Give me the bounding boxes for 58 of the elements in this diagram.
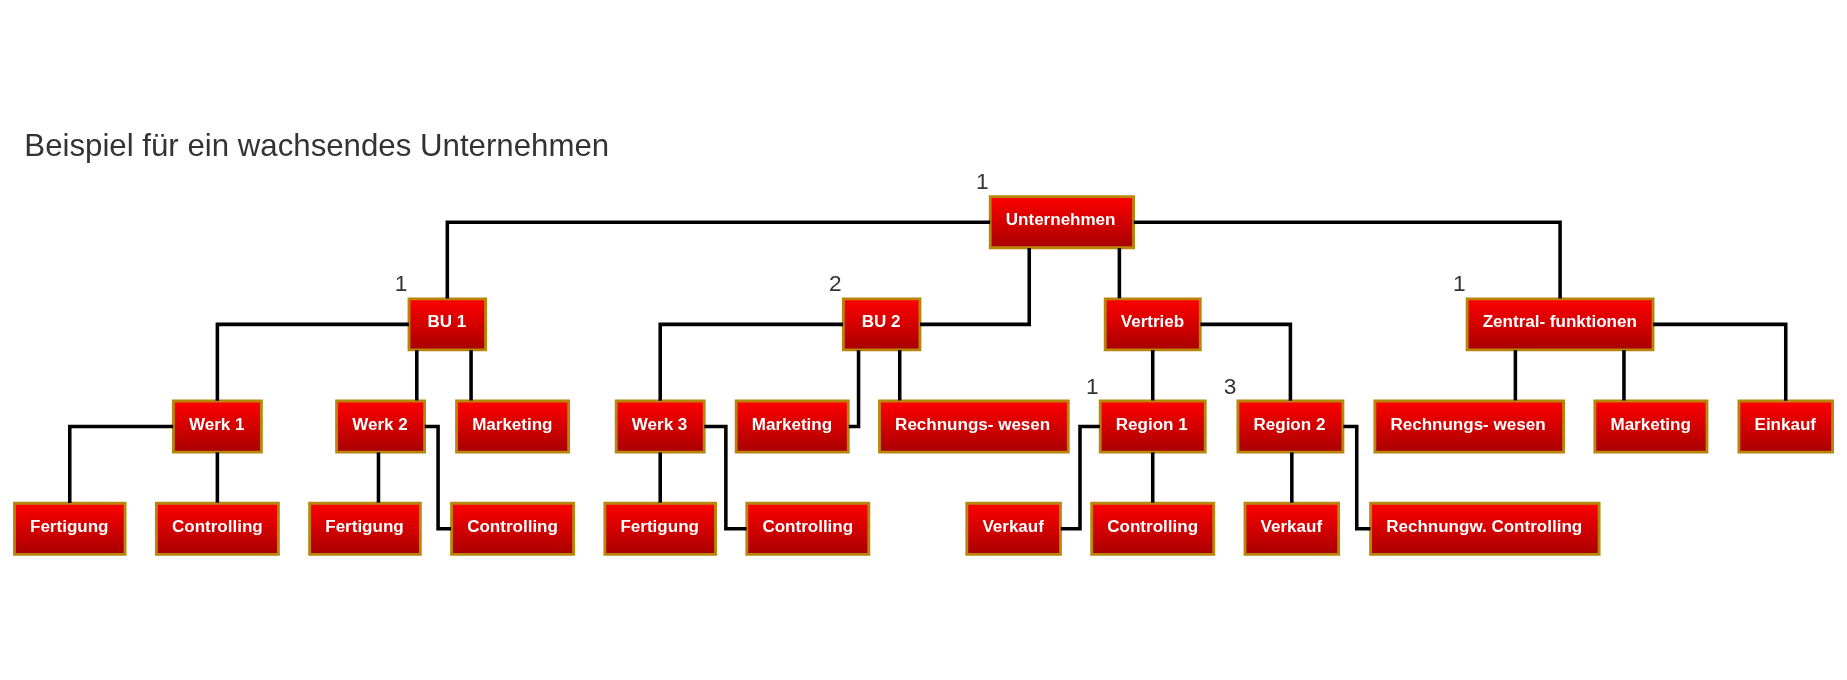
connector [1150,350,1155,401]
connector [897,350,902,401]
node-box: Rechnungs- wesen [1373,399,1566,454]
connector [1200,322,1293,401]
node-box: Controlling [1090,501,1216,556]
connector [1343,424,1371,531]
connector [920,248,1031,327]
connector [1133,220,1562,299]
connector [68,424,174,503]
node-label: 1 [394,270,408,297]
connector [658,452,662,503]
node-box: Werk 1 [171,399,263,454]
node-label: 1 [976,168,989,195]
node-box: Unternehmen [988,195,1135,250]
node-box: Marketing [734,399,850,454]
node-box: Verkauf [1243,501,1341,556]
node-box: Controlling [450,501,576,556]
connector [1513,350,1518,401]
node-box: Controlling [745,501,871,556]
connector [445,220,991,299]
connector [848,350,861,429]
diagram-title: Beispiel für ein wachsendes Unternehmen [24,128,610,164]
node-label: 2 [829,270,842,297]
node-box: BU 2 [841,297,922,352]
connector [415,350,419,401]
node-box: Controlling [154,501,280,556]
node-box: Verkauf [965,501,1062,556]
node-box: Region 2 [1236,399,1345,454]
node-box: Fertigung [13,501,127,556]
connector [704,424,747,531]
node-label: 1 [1452,270,1466,297]
node-box: Marketing [1593,399,1709,454]
connector [424,424,452,531]
connector [1622,350,1626,401]
connector [215,322,409,401]
connector [658,322,844,401]
node-box: Fertigung [603,501,717,556]
connector [469,350,473,401]
node-box: Einkauf [1737,399,1834,454]
connector [1117,248,1122,299]
node-box: Rechnungs- wesen [878,399,1070,454]
node-box: Region 1 [1098,399,1207,454]
node-box: Fertigung [308,501,422,556]
node-box: Zentral- funktionen [1465,297,1655,352]
connector [1653,322,1788,401]
node-box: BU 1 [407,297,488,352]
node-box: Werk 3 [614,399,706,454]
node-box: Werk 2 [335,399,427,454]
node-label: 3 [1223,372,1237,399]
node-box: Marketing [455,399,571,454]
node-box: Vertrieb [1103,297,1202,352]
connector [1060,424,1100,531]
connector [1150,452,1155,503]
connector [1290,452,1294,503]
connector [215,452,220,503]
connector [376,452,381,503]
node-box: Rechnungw. Controlling [1369,501,1601,556]
node-label: 1 [1086,372,1099,399]
